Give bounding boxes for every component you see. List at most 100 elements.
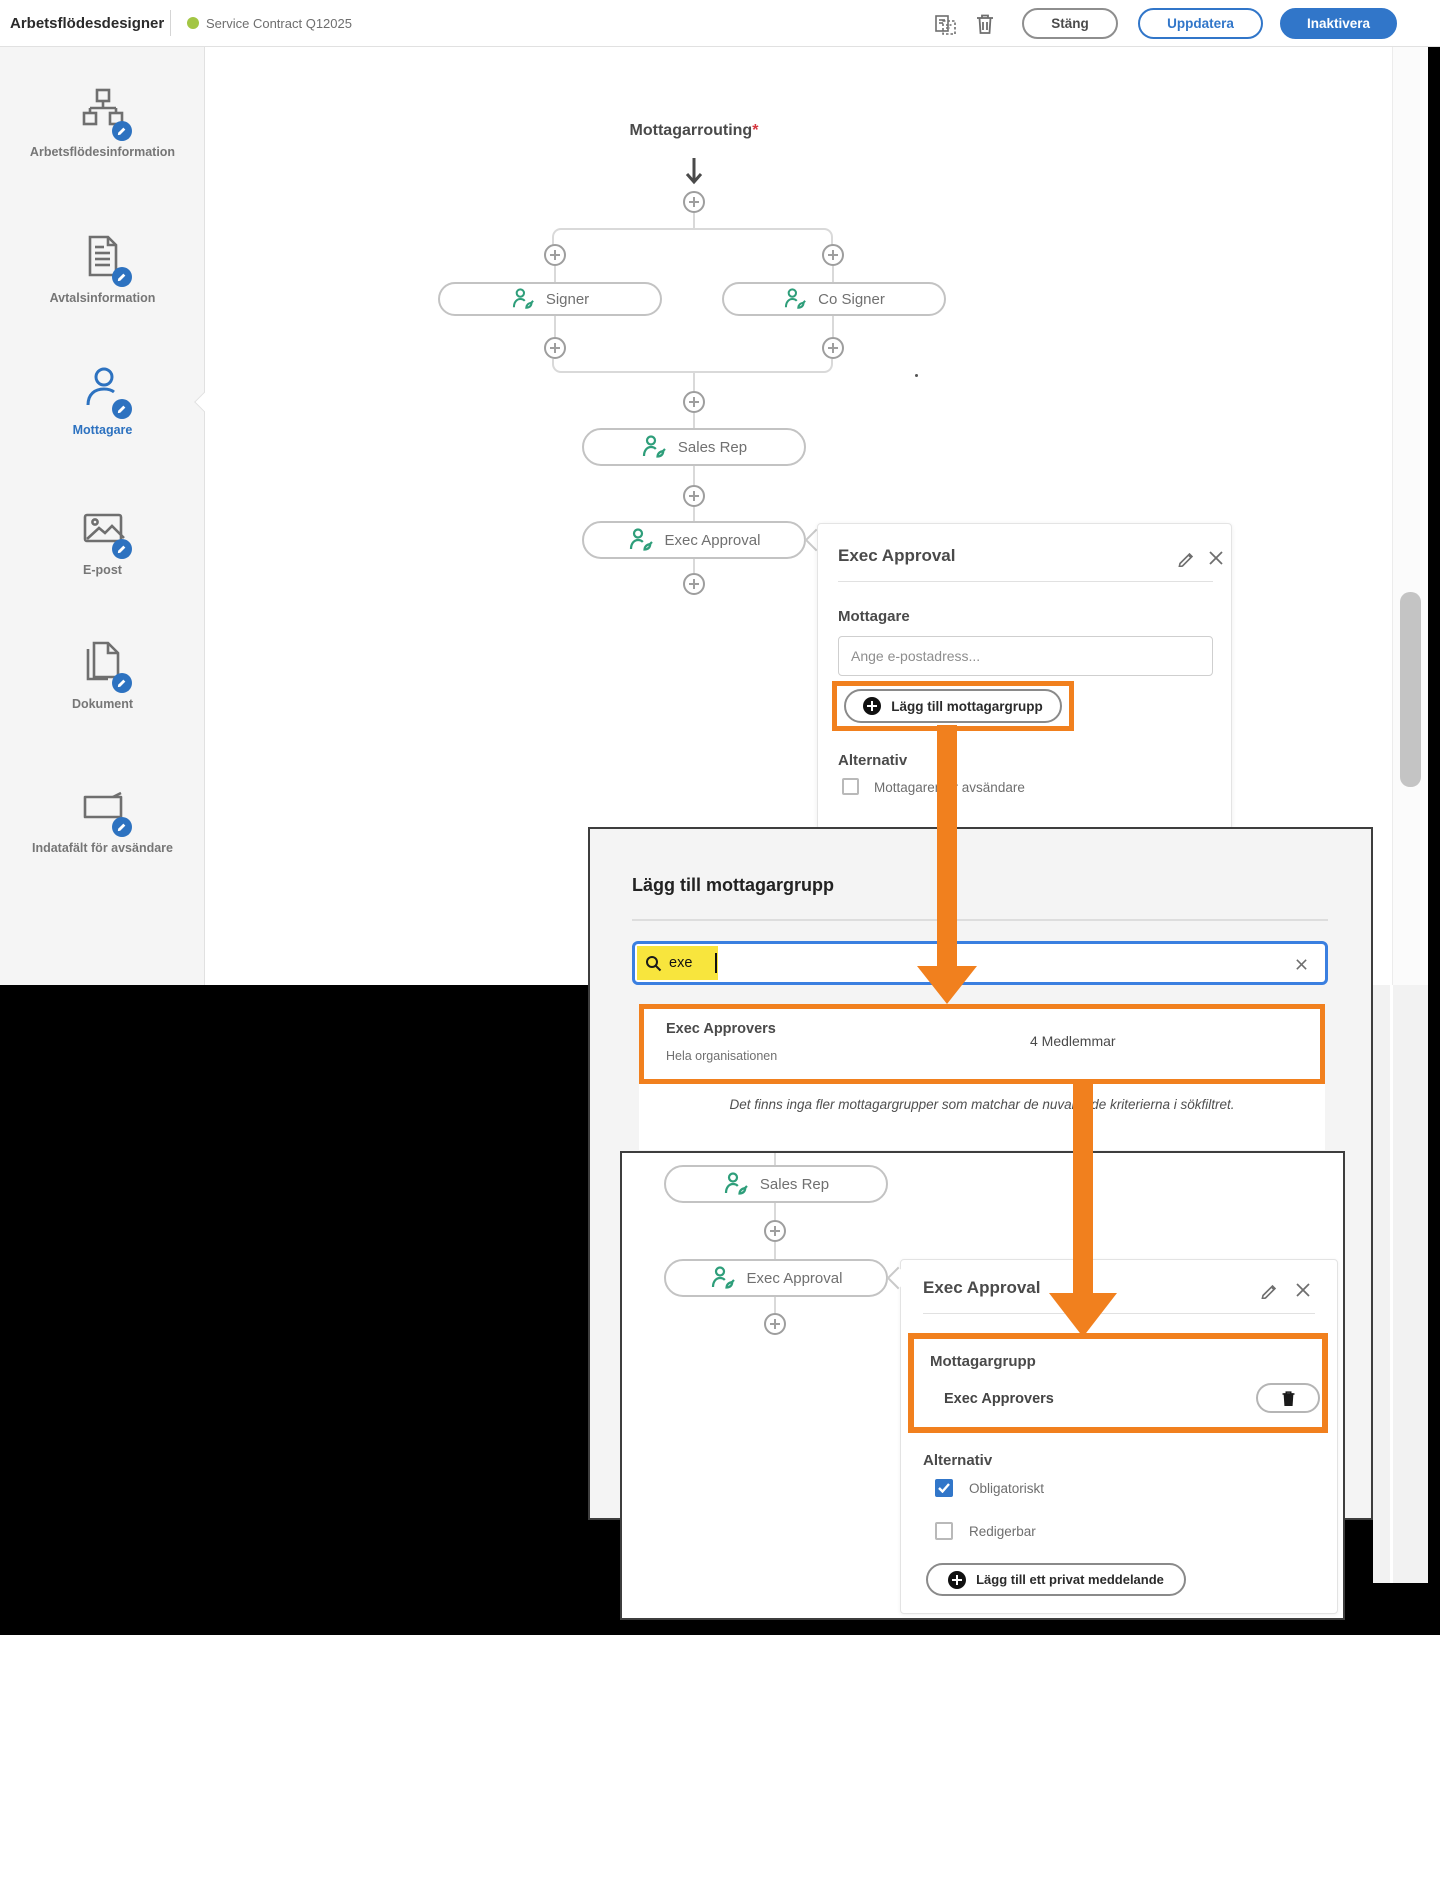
recipient-sign-icon [512, 288, 534, 309]
connector-line [774, 1242, 776, 1259]
node-label: Exec Approval [746, 1269, 843, 1287]
update-button[interactable]: Uppdatera [1138, 8, 1263, 39]
edit-icon[interactable] [1176, 548, 1196, 568]
sidebar-item-agreement-info[interactable]: Avtalsinformation [0, 233, 205, 305]
add-recipient-button[interactable] [544, 337, 566, 359]
connector-line [774, 1153, 776, 1165]
edit-badge-icon [111, 267, 132, 287]
remove-group-button[interactable] [1256, 1383, 1320, 1413]
close-icon[interactable] [1293, 1280, 1313, 1300]
sidebar-item-label: Indatafält för avsändare [31, 841, 173, 855]
node-exec-approval[interactable]: Exec Approval [664, 1259, 888, 1297]
divider [923, 1313, 1315, 1314]
options-section-label: Alternativ [838, 752, 908, 769]
delete-icon[interactable] [973, 12, 997, 36]
group-search-input[interactable]: exe [632, 941, 1328, 985]
clear-search-icon[interactable] [1291, 954, 1311, 974]
connector-line [832, 316, 834, 337]
node-label: Exec Approval [664, 531, 761, 549]
modal-title: Lägg till mottagargrupp [632, 875, 834, 895]
connector-line [832, 266, 834, 282]
editable-checkbox[interactable] [935, 1522, 953, 1540]
search-value: exe [669, 955, 693, 971]
add-recipient-button[interactable] [683, 191, 705, 213]
add-recipient-button[interactable] [822, 337, 844, 359]
node-co-signer[interactable]: Co Signer [722, 282, 946, 316]
add-recipient-group-button[interactable]: Lägg till mottagargrupp [844, 689, 1062, 723]
add-private-message-button[interactable]: Lägg till ett privat meddelande [926, 1563, 1186, 1596]
recipient-is-sender-checkbox[interactable] [842, 778, 859, 795]
group-result-row[interactable]: Exec Approvers Hela organisationen 4 Med… [639, 1004, 1325, 1084]
node-sales-rep[interactable]: Sales Rep [664, 1165, 888, 1203]
sidebar-item-recipients[interactable]: Mottagare [0, 365, 205, 437]
email-input[interactable] [838, 636, 1213, 676]
connector-line [554, 266, 556, 282]
edit-icon[interactable] [1259, 1280, 1279, 1300]
recipient-sign-icon [785, 288, 807, 309]
annotation-arrow-shaft [937, 725, 957, 968]
plus-icon [948, 1570, 967, 1589]
options-section-label: Alternativ [923, 1452, 993, 1469]
scrollbar-thumb[interactable] [1400, 592, 1421, 787]
recipients-section-label: Mottagare [838, 608, 910, 625]
search-highlight: exe [637, 946, 719, 980]
group-section-label: Mottagargrupp [930, 1353, 1036, 1370]
add-recipient-button[interactable] [764, 1220, 786, 1242]
workflow-info-icon [76, 87, 132, 141]
annotation-arrow-head [917, 966, 977, 1004]
sidebar-item-sender-input-fields[interactable]: Indatafält för avsändare [0, 783, 205, 855]
add-recipient-button[interactable] [683, 391, 705, 413]
documents-icon [76, 639, 132, 693]
app-title: Arbetsflödesdesigner [10, 15, 165, 32]
sidebar-item-label: Avtalsinformation [49, 291, 156, 305]
required-checkbox[interactable] [935, 1479, 953, 1497]
check-icon [938, 1483, 950, 1493]
plus-icon [863, 697, 882, 715]
add-private-message-label: Lägg till ett privat meddelande [976, 1572, 1164, 1587]
node-exec-approval[interactable]: Exec Approval [582, 521, 806, 559]
duplicate-icon[interactable] [933, 12, 957, 36]
annotation-highlight-box: Mottagargrupp Exec Approvers [908, 1333, 1328, 1433]
sidebar-item-email[interactable]: E-post [0, 505, 205, 577]
group-scope: Hela organisationen [666, 1049, 778, 1063]
merge-connector [552, 359, 833, 373]
add-recipient-button[interactable] [683, 485, 705, 507]
add-recipient-button[interactable] [822, 244, 844, 266]
add-recipient-button[interactable] [764, 1313, 786, 1335]
edit-badge-icon [111, 121, 132, 141]
node-label: Sales Rep [759, 1175, 830, 1193]
trash-icon [1282, 1390, 1294, 1406]
close-icon[interactable] [1206, 548, 1226, 568]
recipients-icon [76, 365, 132, 419]
branch-connector [552, 228, 833, 246]
recipient-sign-icon [629, 528, 653, 551]
connector-line [693, 559, 695, 573]
group-member-count: 4 Medlemmar [1030, 1033, 1116, 1049]
connector-line [554, 316, 556, 337]
node-sales-rep[interactable]: Sales Rep [582, 428, 806, 466]
sidebar-item-workflow-info[interactable]: Arbetsflödesinformation [0, 87, 205, 159]
close-button[interactable]: Stäng [1022, 8, 1118, 39]
sidebar-item-documents[interactable]: Dokument [0, 639, 205, 711]
stray-dot [915, 374, 918, 377]
add-recipient-button[interactable] [683, 573, 705, 595]
add-recipient-group-label: Lägg till mottagargrupp [891, 698, 1043, 714]
left-sidebar: Arbetsflödesinformation Avtalsinformatio… [0, 47, 205, 985]
node-label: Signer [545, 290, 590, 308]
deactivate-button[interactable]: Inaktivera [1280, 8, 1397, 39]
recipient-detail-panel: Exec Approval Mottagargrupp Exec Approve… [900, 1259, 1338, 1614]
top-header: Arbetsflödesdesigner Service Contract Q1… [0, 0, 1440, 47]
black-right-strip [1428, 0, 1440, 985]
edit-badge-icon [111, 539, 132, 559]
recipient-sign-icon [642, 435, 666, 458]
deactivate-button-label: Inaktivera [1306, 16, 1371, 31]
add-recipient-button[interactable] [544, 244, 566, 266]
sidebar-item-label: Mottagare [72, 423, 133, 437]
node-signer[interactable]: Signer [438, 282, 662, 316]
scrollbar-track[interactable] [1392, 47, 1428, 985]
editable-label: Redigerbar [969, 1524, 1036, 1539]
recipient-detail-panel: Exec Approval Mottagare Lägg till mottag… [817, 523, 1232, 830]
sidebar-item-label: E-post [83, 563, 122, 577]
annotation-arrow-shaft [1073, 1082, 1093, 1295]
